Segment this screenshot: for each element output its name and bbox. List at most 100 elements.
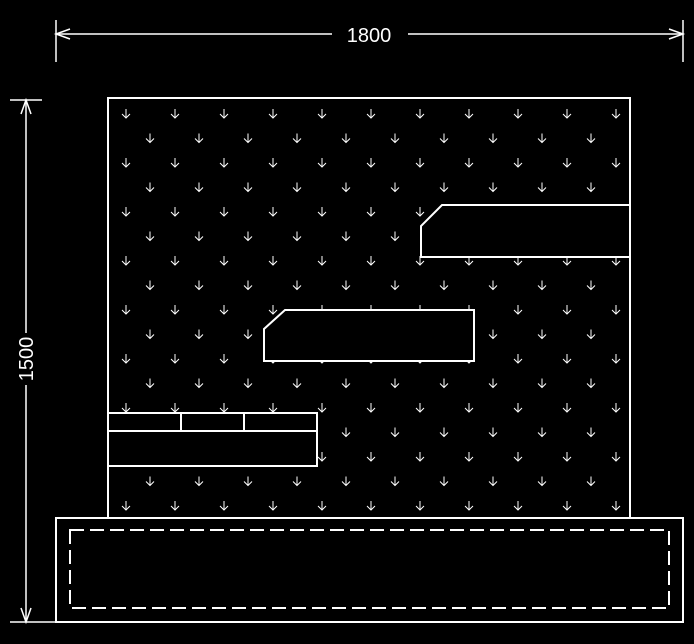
- hatch-arrow-icon: [366, 501, 376, 511]
- hatch-arrow-icon: [586, 329, 596, 340]
- hatch-arrow-icon: [439, 427, 449, 438]
- hatch-arrow-icon: [292, 329, 302, 340]
- hatch-arrow-icon: [121, 501, 131, 511]
- hatch-arrow-icon: [537, 182, 547, 193]
- hatch-arrow-icon: [219, 256, 229, 266]
- hatch-arrow-icon: [390, 231, 400, 242]
- hatch-arrow-icon: [390, 280, 400, 291]
- hatch-arrow-icon: [562, 305, 572, 315]
- hatch-arrow-icon: [194, 182, 204, 193]
- hatch-arrow-icon: [194, 378, 204, 389]
- hatch-arrow-icon: [268, 403, 278, 413]
- hatch-arrow-icon: [439, 133, 449, 144]
- hatch-arrow-icon: [121, 452, 131, 462]
- hatch-arrow-icon: [317, 403, 327, 413]
- hatch-arrow-icon: [268, 452, 278, 462]
- hatch-arrow-icon: [537, 378, 547, 389]
- hatch-arrow-icon: [317, 256, 327, 266]
- hatch-arrow-icon: [366, 109, 376, 119]
- hatch-arrow-icon: [317, 501, 327, 511]
- height-dimension: 1500: [10, 97, 56, 625]
- hatch-arrow-icon: [611, 452, 621, 462]
- hatch-arrow-icon: [439, 329, 449, 340]
- hatch-arrow-icon: [464, 109, 474, 119]
- hatch-arrow-icon: [415, 452, 425, 462]
- hatch-arrow-icon: [194, 329, 204, 340]
- hatch-arrow-icon: [170, 452, 180, 462]
- hatch-arrow-icon: [537, 133, 547, 144]
- hatch-arrow-icon: [537, 231, 547, 242]
- hatch-arrow-icon: [415, 501, 425, 511]
- hatch-arrow-icon: [562, 109, 572, 119]
- wall-outline: [107, 97, 631, 519]
- hatch-arrow-icon: [537, 427, 547, 438]
- hatch-arrow-icon: [586, 427, 596, 438]
- width-arrow-right: [668, 28, 686, 40]
- hatch-arrow-icon: [170, 158, 180, 168]
- hatch-arrow-icon: [243, 182, 253, 193]
- hatch-arrow-icon: [145, 329, 155, 340]
- hatch-arrow-icon: [243, 280, 253, 291]
- hatch-arrow-icon: [366, 403, 376, 413]
- hatch-arrow-icon: [268, 305, 278, 315]
- hatch-arrow-icon: [390, 378, 400, 389]
- hatch-arrow-icon: [170, 207, 180, 217]
- hatch-arrow-icon: [390, 182, 400, 193]
- hatch-arrow-icon: [341, 182, 351, 193]
- hatch-arrow-icon: [219, 158, 229, 168]
- shelf-outline: [107, 412, 318, 467]
- base-outer: [55, 517, 684, 623]
- hatch-arrow-icon: [415, 158, 425, 168]
- hatch-arrow-icon: [170, 109, 180, 119]
- hatch-arrow-icon: [268, 109, 278, 119]
- hatch-arrow-icon: [390, 133, 400, 144]
- hatch-arrow-icon: [317, 207, 327, 217]
- hatch-arrow-icon: [464, 403, 474, 413]
- hatch-arrow-icon: [537, 329, 547, 340]
- hatch-arrow-icon: [170, 354, 180, 364]
- hatch-arrow-icon: [194, 476, 204, 487]
- hatch-arrow-icon: [268, 256, 278, 266]
- hatch-arrow-icon: [586, 231, 596, 242]
- hatch-arrow-icon: [243, 231, 253, 242]
- hatch-arrow-icon: [121, 403, 131, 413]
- hatch-arrow-icon: [341, 476, 351, 487]
- hatch-arrow-icon: [292, 378, 302, 389]
- height-arrow-top: [20, 97, 32, 115]
- niche-upper-right: [420, 204, 630, 258]
- hatch-arrow-icon: [292, 280, 302, 291]
- hatch-arrow-icon: [243, 133, 253, 144]
- height-arrow-bottom: [20, 607, 32, 625]
- hatch-arrow-icon: [513, 305, 523, 315]
- hatch-arrow-icon: [145, 378, 155, 389]
- width-dimension: 1800: [53, 20, 686, 62]
- hatch-arrow-icon: [415, 109, 425, 119]
- hatch-arrow-icon: [439, 182, 449, 193]
- hatch-arrow-icon: [170, 501, 180, 511]
- hatch-arrow-icon: [464, 452, 474, 462]
- hatch-arrow-icon: [219, 354, 229, 364]
- hatch-arrow-icon: [415, 403, 425, 413]
- hatch-arrow-icon: [341, 133, 351, 144]
- hatch-arrow-icon: [341, 280, 351, 291]
- hatch-arrow-icon: [611, 305, 621, 315]
- hatch-arrow-icon: [341, 427, 351, 438]
- hatch-arrow-icon: [292, 133, 302, 144]
- hatch-arrow-icon: [121, 158, 131, 168]
- hatch-arrow-icon: [219, 403, 229, 413]
- hatch-arrow-icon: [145, 182, 155, 193]
- hatch-arrow-icon: [562, 354, 572, 364]
- hatch-arrow-icon: [562, 207, 572, 217]
- hatch-arrow-icon: [464, 207, 474, 217]
- hatch-arrow-icon: [170, 403, 180, 413]
- hatch-arrow-icon: [317, 158, 327, 168]
- hatch-arrow-icon: [194, 133, 204, 144]
- hatch-arrow-icon: [292, 182, 302, 193]
- hatch-arrow-icon: [390, 427, 400, 438]
- hatch-arrow-icon: [488, 280, 498, 291]
- hatch-arrow-icon: [439, 476, 449, 487]
- hatch-arrow-icon: [513, 501, 523, 511]
- hatch-arrow-icon: [292, 231, 302, 242]
- hatch-arrow-icon: [513, 109, 523, 119]
- hatch-arrow-icon: [488, 329, 498, 340]
